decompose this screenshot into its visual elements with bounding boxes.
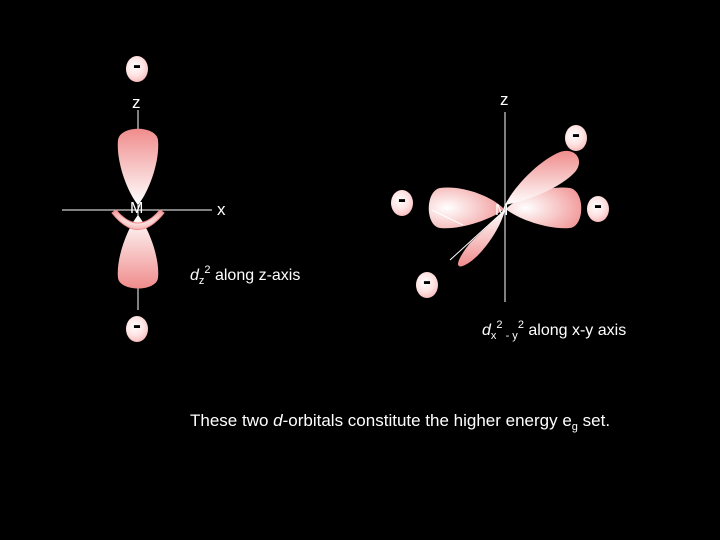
right-z-label: z bbox=[500, 90, 509, 109]
left-z-label: z bbox=[132, 93, 141, 112]
right-x-axis-segment bbox=[431, 209, 464, 226]
lobe-lower-left bbox=[458, 210, 505, 267]
right-y-axis bbox=[449, 209, 506, 261]
dz2-label: dz2 along z-axis bbox=[190, 264, 301, 287]
caption: These two d-orbitals constitute the high… bbox=[190, 411, 611, 433]
dz2-upper-lobe bbox=[117, 128, 159, 205]
dx2-y2-orbital bbox=[428, 112, 582, 302]
ligand-right-upper: - bbox=[565, 123, 587, 151]
lobe-left bbox=[428, 187, 503, 229]
ligand-left-top: - bbox=[126, 54, 148, 82]
ligand-right-left: - bbox=[391, 188, 413, 216]
lobe-upper-right bbox=[505, 150, 580, 205]
ligand-right-lower-left: - bbox=[416, 270, 438, 298]
ligand-right-right: - bbox=[587, 194, 609, 222]
dz2-torus bbox=[111, 209, 165, 230]
dz2-orbital bbox=[62, 110, 212, 310]
right-metal-label: M bbox=[495, 202, 509, 219]
left-x-label: x bbox=[217, 200, 226, 219]
ligand-left-bottom: - bbox=[126, 314, 148, 342]
dz2-lower-lobe bbox=[117, 215, 159, 289]
dx2-y2-label: dx2 - y2 along x-y axis bbox=[482, 319, 627, 342]
left-metal-label: M bbox=[130, 200, 144, 217]
